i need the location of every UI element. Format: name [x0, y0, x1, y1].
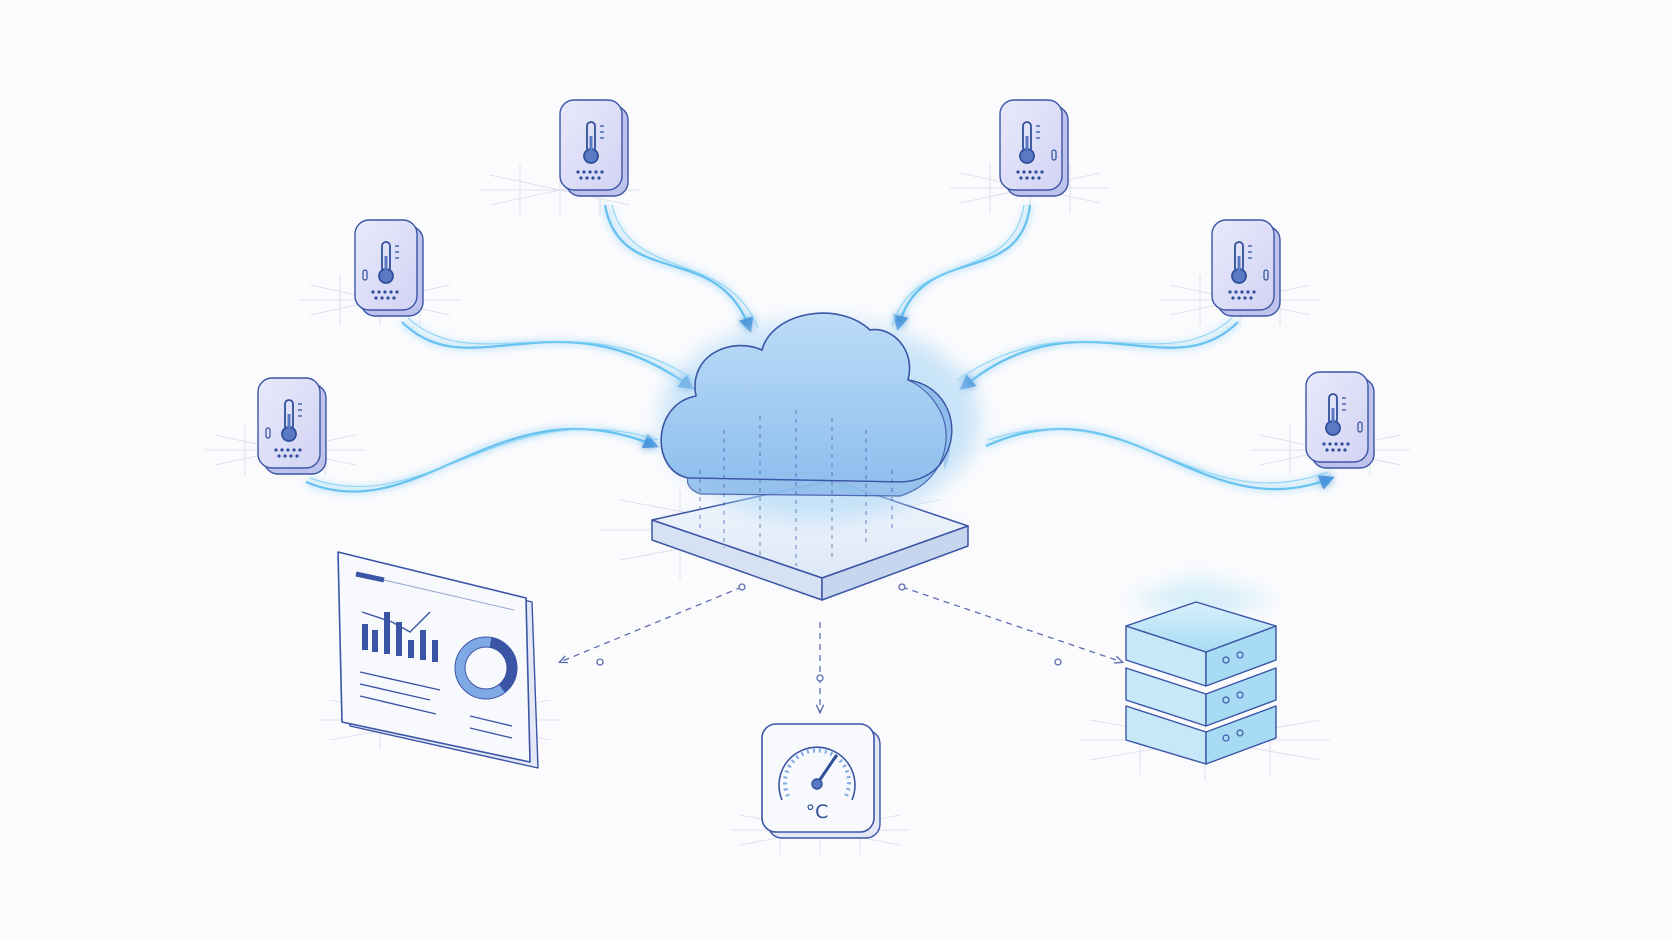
- connector-to-storage: [901, 586, 1122, 662]
- server-unit: [1125, 601, 1277, 687]
- temperature-sensor: [354, 219, 424, 317]
- temperature-sensor: [559, 99, 629, 197]
- flow-line-sensor-6: [985, 427, 1335, 491]
- temperature-sensor: [999, 99, 1069, 197]
- flow-line-sensor-1: [603, 204, 759, 333]
- server-unit: [1125, 705, 1277, 765]
- thermometer-icon: [1231, 241, 1252, 284]
- platform-connectors: [560, 583, 1122, 712]
- database-server-icon: [1125, 576, 1277, 765]
- thermometer-icon: [1019, 121, 1040, 164]
- thermometer-icon: [1325, 393, 1346, 436]
- server-unit: [1125, 667, 1277, 727]
- sensors: [257, 99, 1375, 475]
- gauge-unit-label: °C: [806, 801, 829, 823]
- donut-chart-icon: [454, 636, 518, 700]
- thermometer-icon: [281, 399, 302, 442]
- temperature-sensor: [1305, 371, 1375, 469]
- thermometer-icon: [378, 241, 399, 284]
- flow-line-sensor-5: [957, 317, 1239, 390]
- connector-to-dashboard: [560, 586, 743, 662]
- flow-line-sensor-2: [401, 317, 696, 390]
- floor-grid-sensor-1: [480, 165, 640, 215]
- dashboard-icon: [337, 551, 539, 769]
- thermometer-icon: [583, 121, 604, 164]
- temperature-sensor: [257, 377, 327, 475]
- gauge-icon: °C: [761, 723, 881, 839]
- flow-line-sensor-3: [305, 427, 659, 493]
- flow-line-sensor-4: [891, 204, 1032, 331]
- cloud-icon: [660, 312, 980, 566]
- bar-chart-icon: [362, 612, 438, 662]
- temperature-sensor: [1211, 219, 1281, 317]
- sensor-flow-lines: [305, 204, 1335, 493]
